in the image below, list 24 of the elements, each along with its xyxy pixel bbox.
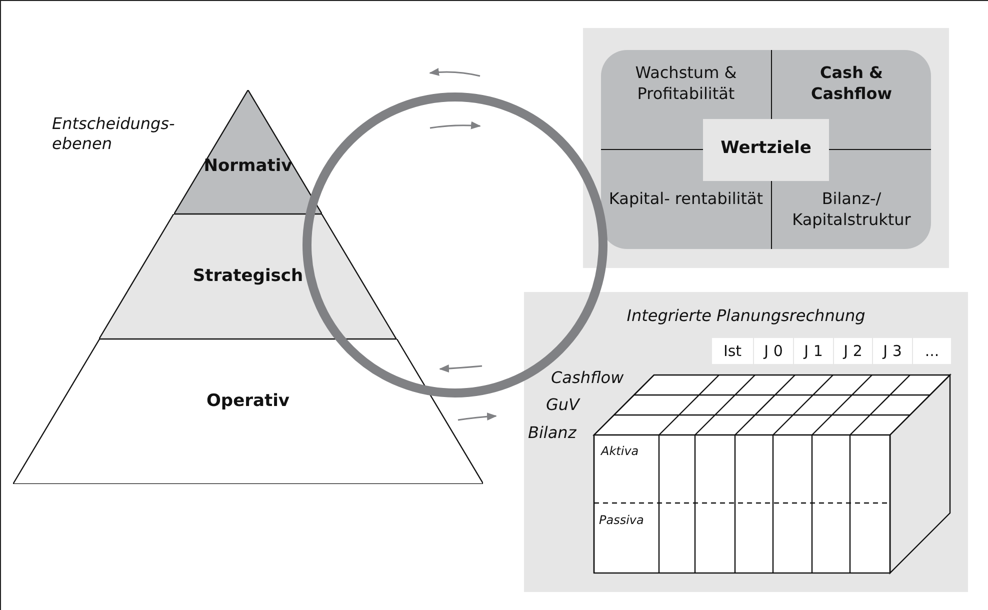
column-header: J 2 [834,338,872,364]
column-header: J 1 [794,338,833,364]
tier-label: Strategisch [192,266,304,287]
goal-label: Wachstum & Profitabilität [634,62,738,104]
center-box [703,119,829,181]
goal-label: Cash & Cashflow [810,62,894,104]
goal-label: Kapital- rentabilität [608,188,764,209]
tier-label: Normativ [204,156,292,177]
column-header: J 0 [754,338,793,364]
side-label: Entscheidungs- ebenen [52,114,176,154]
center-label: Wertziele [720,138,812,159]
tier-label: Operativ [206,391,290,412]
pyramid-tier [99,214,397,339]
goal-label: Bilanz-/ Kapitalstruktur [791,188,912,230]
pyramid-tier [12,339,484,484]
section-label: Aktiva [601,443,639,460]
row-label: Cashflow [551,368,624,388]
column-header: ... [913,338,951,364]
panel-title: Integrierte Planungsrechnung [626,305,866,326]
column-header: Ist [712,338,753,364]
row-label: GuV [546,395,580,415]
column-header: J 3 [873,338,912,364]
row-label: Bilanz [528,423,576,443]
section-label: Passiva [599,512,644,529]
